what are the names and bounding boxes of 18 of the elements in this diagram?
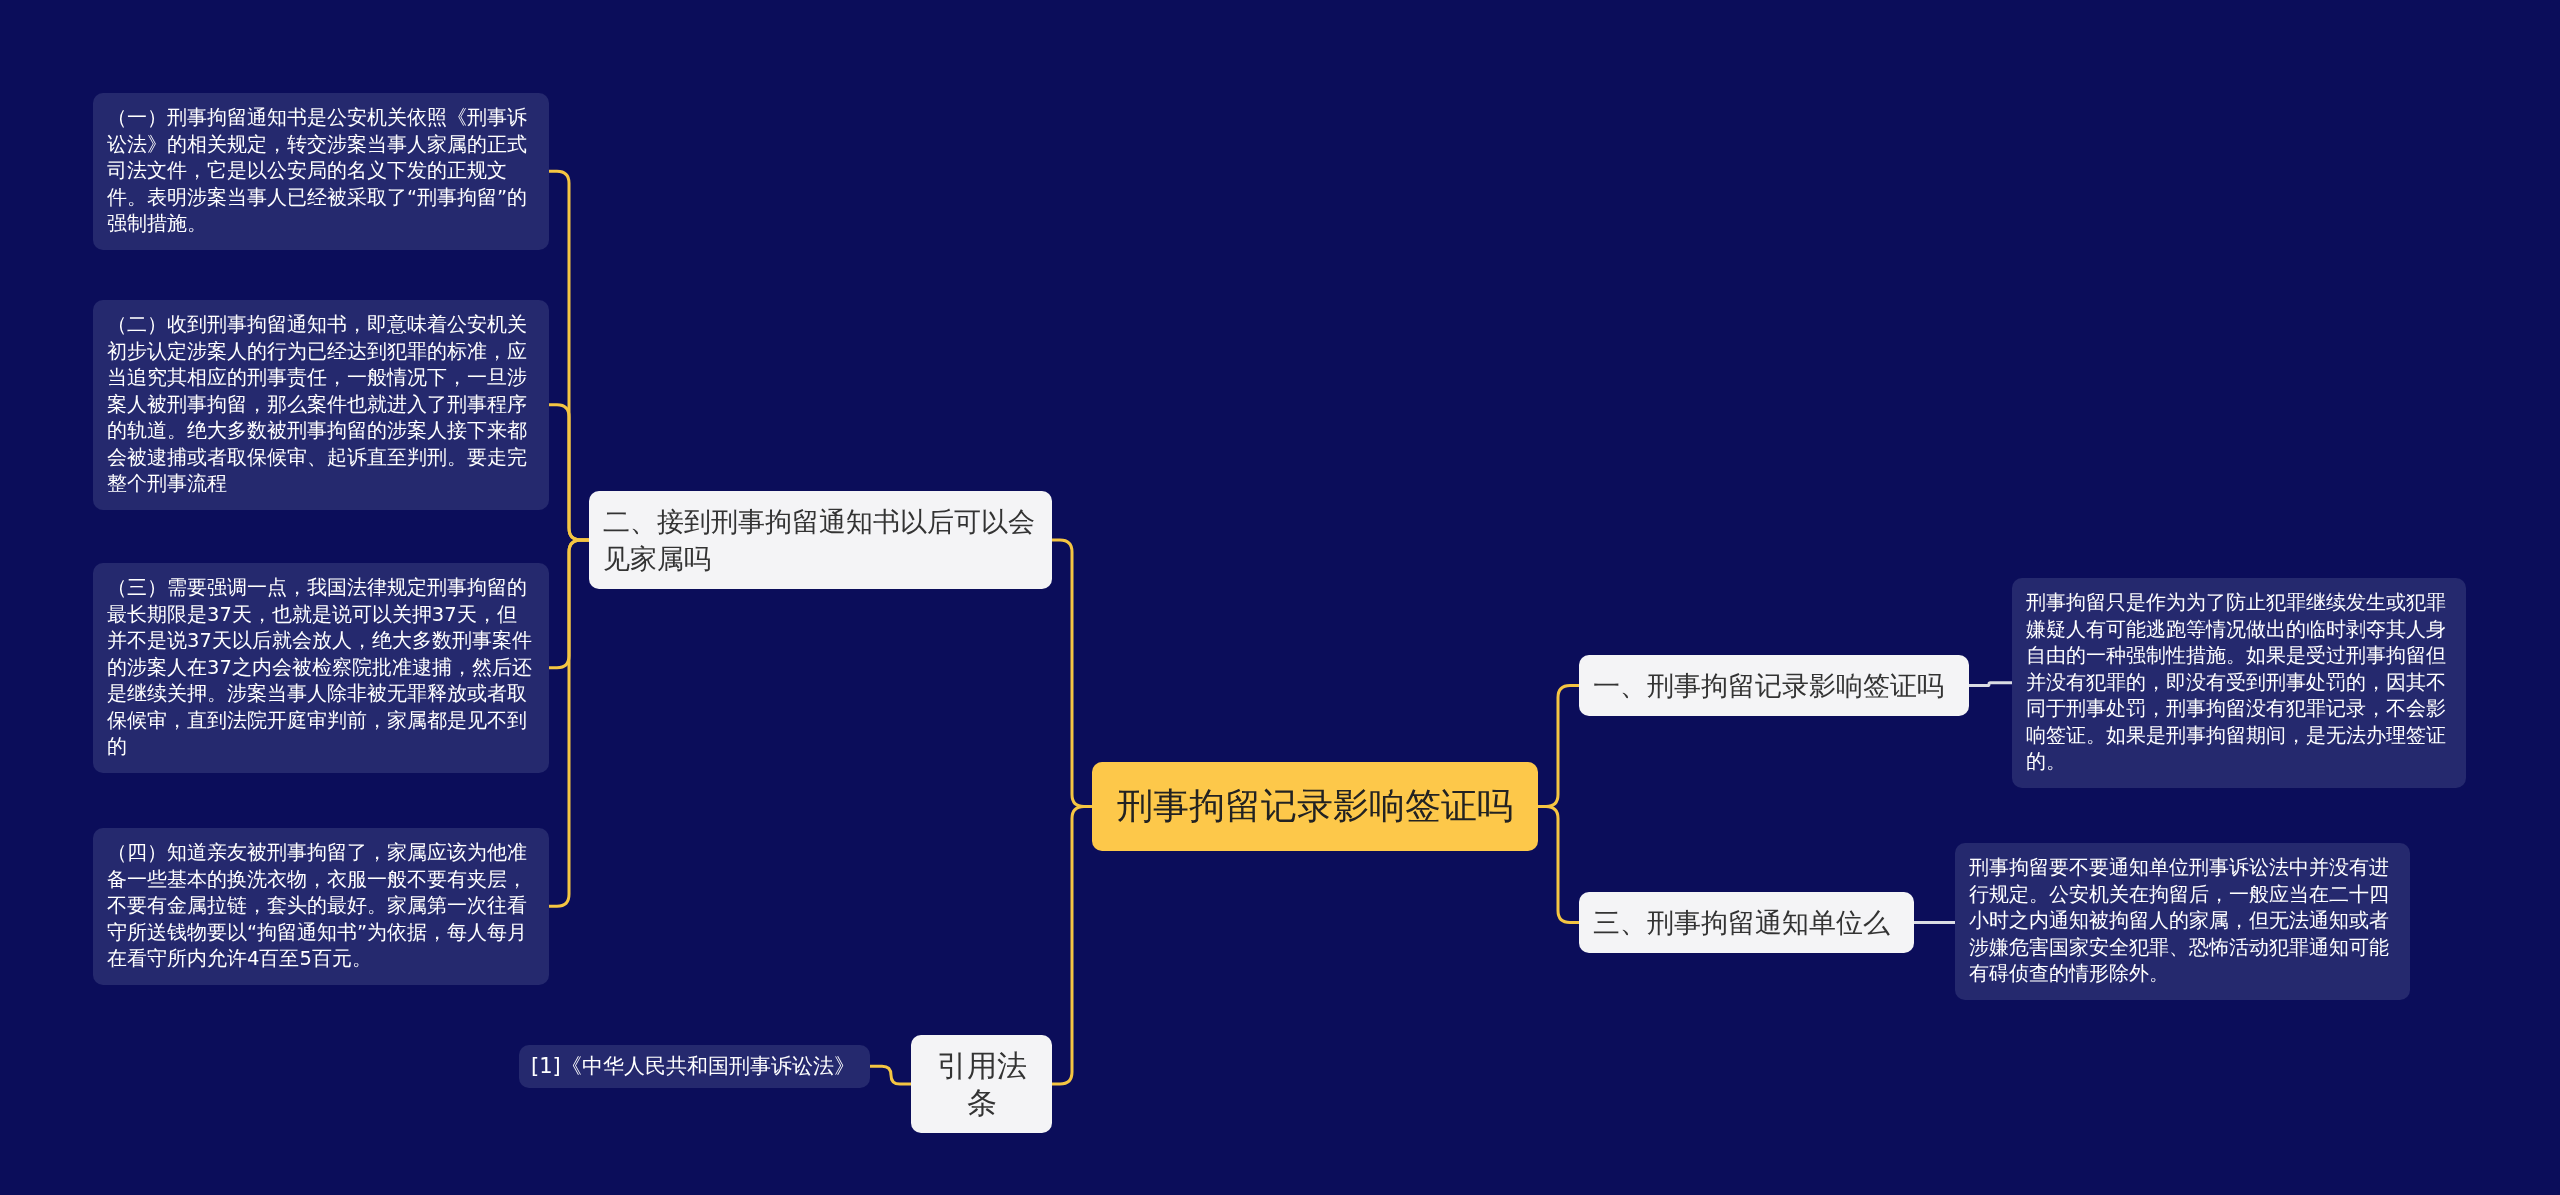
note-box: （一）刑事拘留通知书是公安机关依照《刑事诉讼法》的相关规定，转交涉案当事人家属的正式司法文件，它是以公安局的名义下发的正规文件。表明涉案当事人已经被采取了“刑事拘留”的强制措施。 <box>93 93 549 250</box>
note-box: 刑事拘留只是作为为了防止犯罪继续发生或犯罪嫌疑人有可能逃跑等情况做出的临时剥夺其人身自由的一种强制性措施。如果是受过刑事拘留但并没有犯罪的，即没有受到刑事处罚的，因其不同于刑事处罚，刑事拘留没有犯罪记录，不会影响签证。如果是刑事拘留期间，是无法办理签证的。 <box>2012 578 2466 788</box>
note-box: （三）需要强调一点，我国法律规定刑事拘留的最长期限是37天，也就是说可以关押37天，但并不是说37天以后就会放人，绝大多数刑事案件的涉案人在37之内会被检察院批准逮捕，然后还是继续关押。涉案当事人除非被无罪释放或者取保候审，直到法院开庭审判前，家属都是见不到的 <box>93 563 549 773</box>
topic-box: 引用法条 <box>911 1035 1052 1133</box>
topic-box: 二、接到刑事拘留通知书以后可以会见家属吗 <box>589 491 1052 589</box>
central-topic: 刑事拘留记录影响签证吗 <box>1092 762 1538 851</box>
connector <box>1914 921 1955 924</box>
connector <box>1969 681 2012 687</box>
note-box: （二）收到刑事拘留通知书，即意味着公安机关初步认定涉案人的行为已经达到犯罪的标准，应当追究其相应的刑事责任，一般情况下，一旦涉案人被刑事拘留，那么案件也就进入了刑事程序的轨道。绝大多数被刑事拘留的涉案人接下来都会被逮捕或者取保候审、起诉直至判刑。要走完整个刑事流程 <box>93 300 549 510</box>
topic-box: 三、刑事拘留通知单位么 <box>1579 892 1914 953</box>
topic-box: 一、刑事拘留记录影响签证吗 <box>1579 655 1969 716</box>
connector <box>1538 805 1579 924</box>
connector <box>549 538 589 908</box>
note-box: （四）知道亲友被刑事拘留了，家属应该为他准备一些基本的换洗衣物，衣服一般不要有夹层，不要有金属拉链，套头的最好。家属第一次往看守所送钱物要以“拘留通知书”为依据，每人每月在看守所内允许4百至5百元。 <box>93 828 549 985</box>
connector <box>1052 805 1092 1086</box>
note-box: 刑事拘留要不要通知单位刑事诉讼法中并没有进行规定。公安机关在拘留后，一般应当在二十四小时之内通知被拘留人的家属，但无法通知或者涉嫌危害国家安全犯罪、恐怖活动犯罪通知可能有碍侦查的情形除外。 <box>1955 843 2410 1000</box>
note-box: [1]《中华人民共和国刑事诉讼法》 <box>519 1045 870 1088</box>
connector <box>870 1064 911 1086</box>
